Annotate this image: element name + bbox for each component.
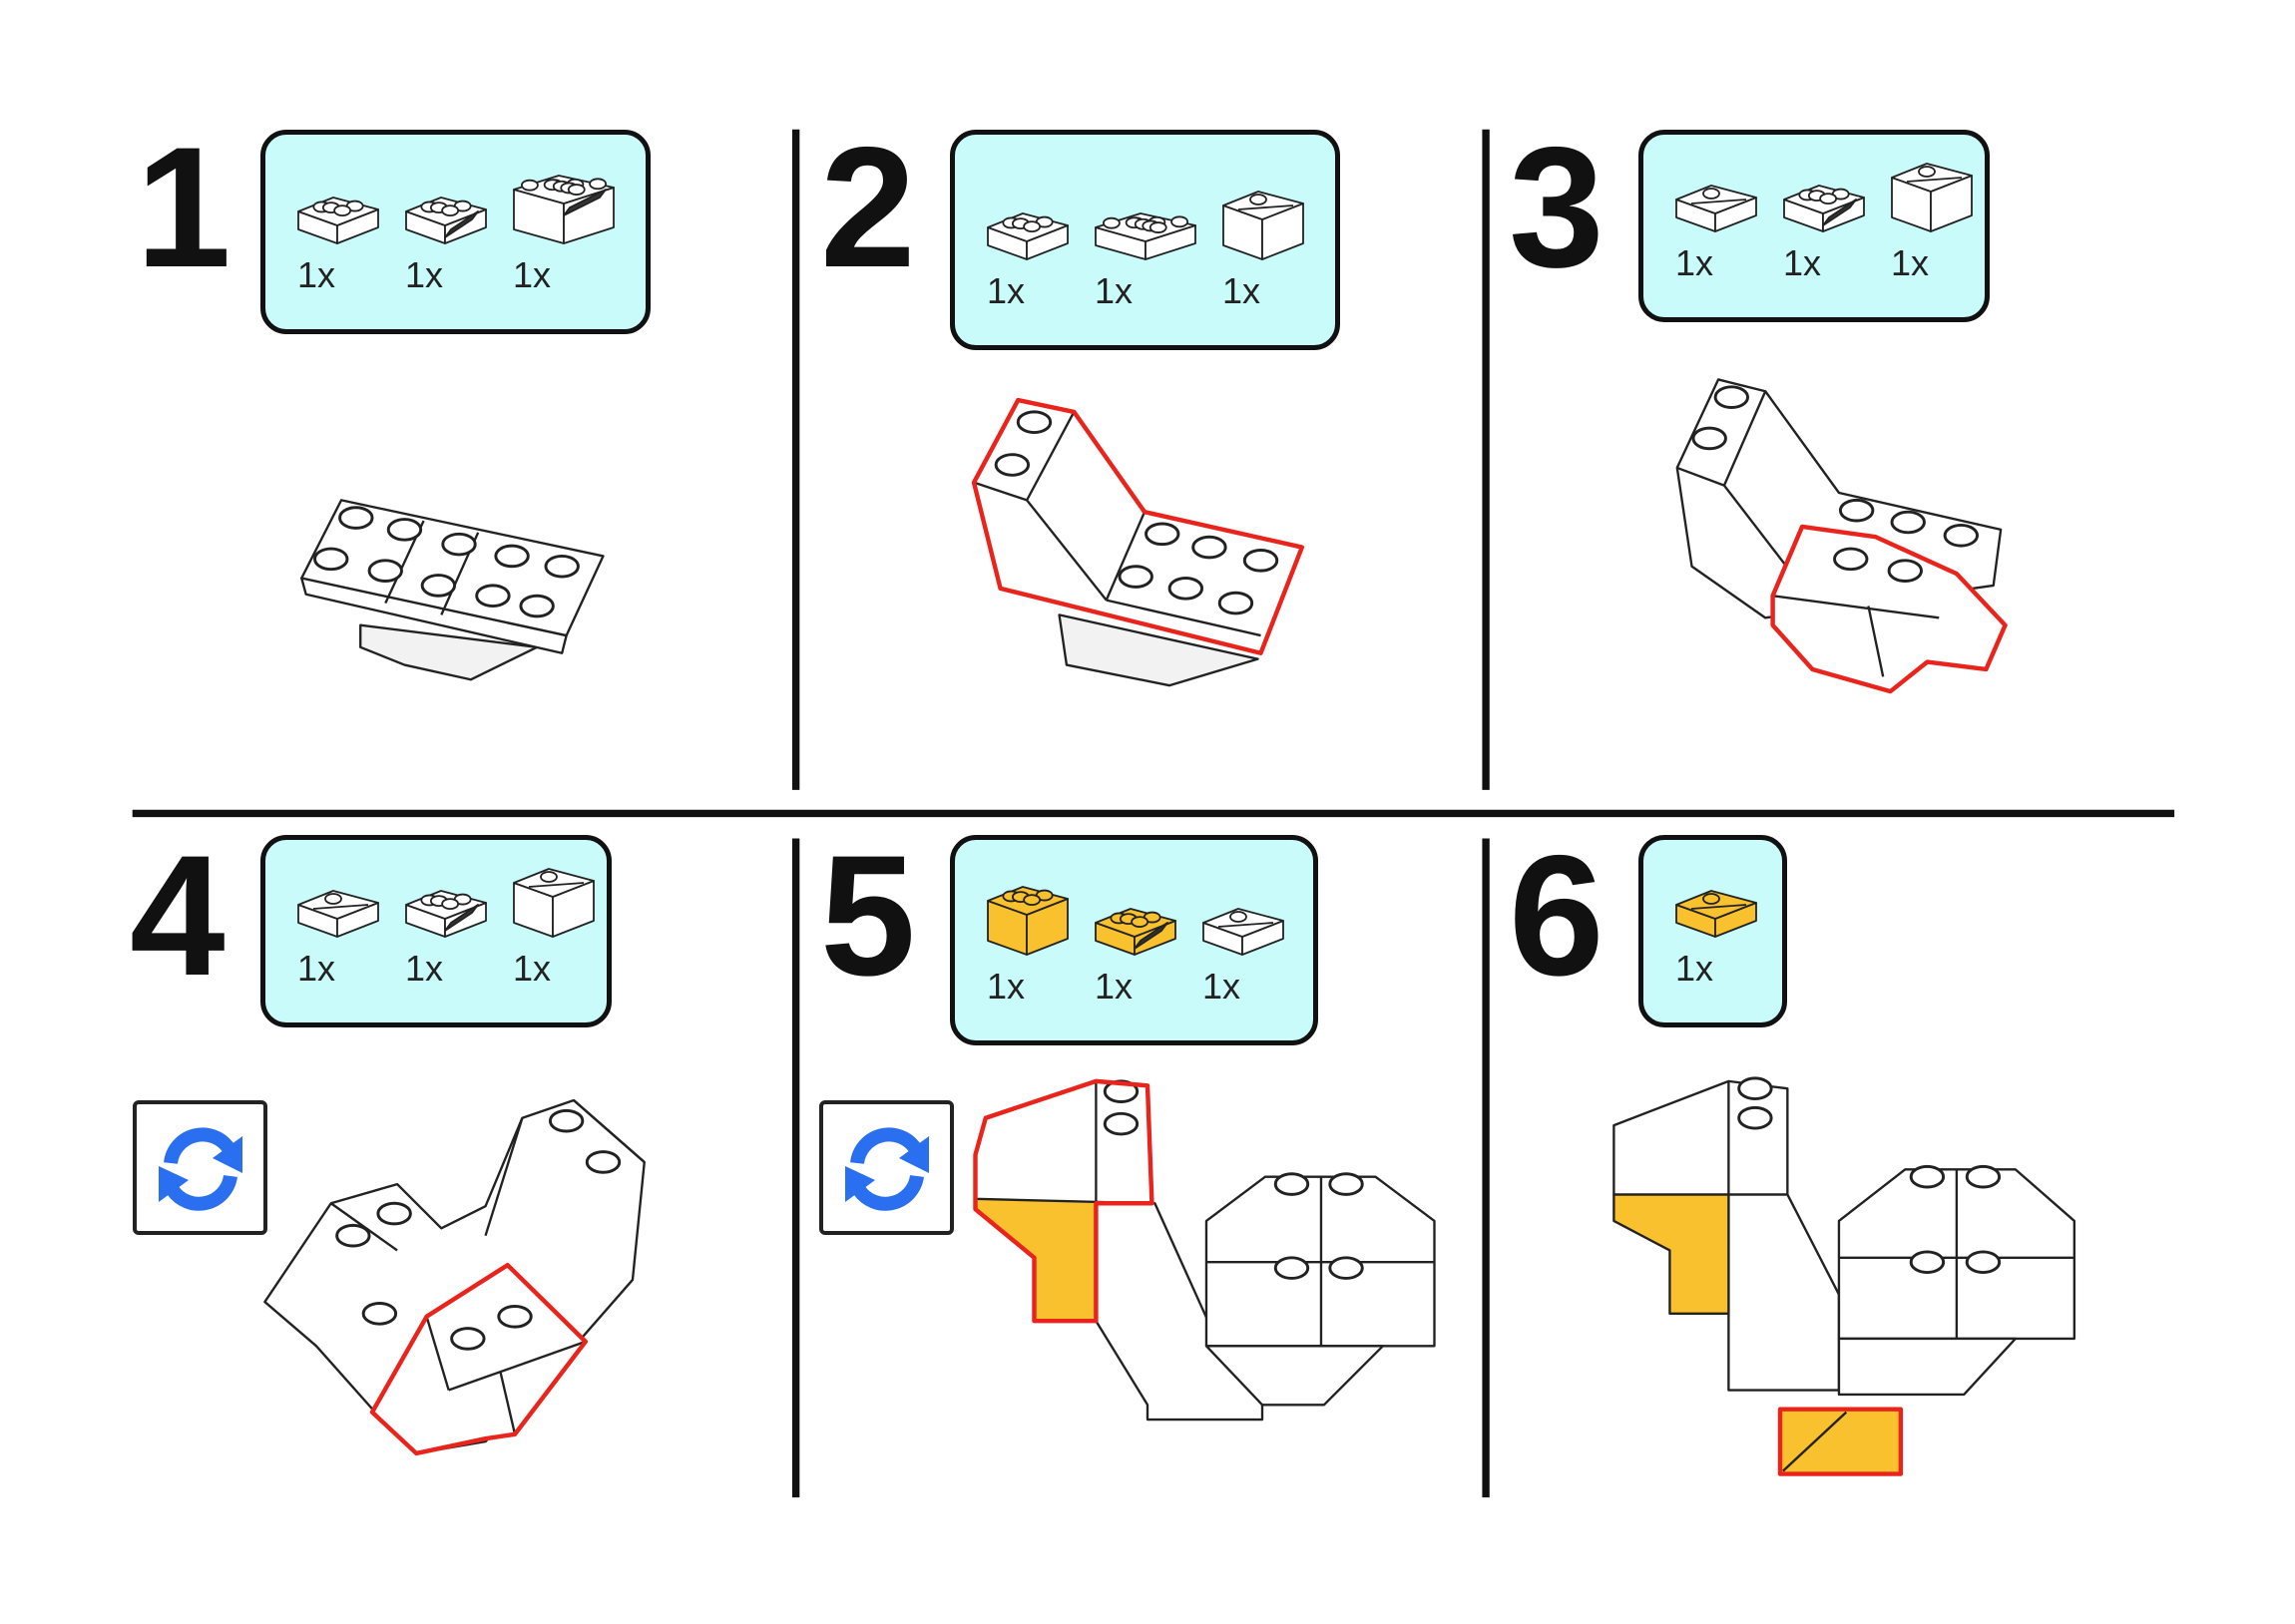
inverted-slope-2x3-icon [513,175,615,244]
step-number: 6 [1509,820,1605,1012]
rotate-model-indicator [819,1100,954,1235]
part-item: 1x [1779,158,1869,281]
step-number: 2 [820,112,916,303]
part-item: 1x [1218,182,1308,309]
step-number: 3 [1509,112,1605,303]
part-item: 1x [401,170,491,293]
part-quantity: 1x [1891,242,1930,283]
part-quantity: 1x [405,948,444,989]
inverted-slope-2x2-icon [405,197,487,244]
rotate-arrows-icon [844,1126,929,1211]
part-quantity: 1x [1675,948,1714,989]
part-quantity: 1x [987,966,1026,1007]
parts-list-box: 1x 1x 1x [1638,130,1990,322]
part-quantity: 1x [1675,242,1714,283]
part-item: 1x [1671,863,1761,987]
slope-1x2-icon [1675,185,1757,232]
part-item: 1x [509,859,599,987]
step-4-model [263,1098,646,1456]
step-number: 1 [136,112,231,303]
slope-2x2-icon [1202,908,1284,956]
slope-double-icon [513,868,595,938]
new-part-highlight [1770,524,2008,694]
part-quantity: 1x [297,948,336,989]
part-item: 1x [1091,186,1200,309]
inverted-slope-2x2-icon [1783,185,1865,232]
part-quantity: 1x [297,254,336,295]
plate-2x2-icon [297,197,379,244]
new-part-highlight [971,397,1305,655]
parts-list-box: 1x [1638,835,1787,1027]
parts-list-box: 1x 1x 1x [260,835,612,1027]
slope-2x2-icon [1675,890,1757,938]
part-item: 1x [983,186,1073,309]
part-item: 1x [293,170,383,293]
slope-brick-tall-icon [1222,191,1304,260]
part-quantity: 1x [1783,242,1822,283]
part-item: 1x [1887,154,1977,281]
part-quantity: 1x [513,254,552,295]
parts-list-box: 1x 1x 1x [950,130,1340,350]
part-quantity: 1x [1222,270,1261,311]
brick-1x2-icon [987,886,1069,956]
step-6-model [1612,1076,2076,1476]
part-item: 1x [401,863,491,987]
step-1-model [300,499,605,681]
part-quantity: 1x [513,948,552,989]
step-5-model [973,1078,1436,1421]
part-quantity: 1x [1095,966,1134,1007]
part-item: 1x [293,863,383,987]
inverted-slope-2x2-icon [405,890,487,938]
part-item: 1x [1671,158,1761,281]
new-part-highlight [369,1262,589,1456]
part-quantity: 1x [1202,966,1241,1007]
parts-list-box: 1x 1x 1x [260,130,651,334]
new-part-highlight [973,1078,1154,1324]
part-item: 1x [983,877,1073,1005]
step-2-model [971,397,1305,687]
slope-double-icon [1891,163,1973,232]
part-item: 1x [1091,881,1180,1005]
step-number: 5 [820,820,916,1012]
parts-list-box: 1x 1x 1x [950,835,1318,1045]
rotate-model-indicator [133,1100,267,1235]
plate-2x4-icon [1095,212,1196,260]
part-quantity: 1x [987,270,1026,311]
part-item: 1x [1198,881,1288,1005]
step-3-model [1675,378,2008,694]
inverted-slope-2x2-icon [1095,908,1176,956]
step-number: 4 [130,820,226,1012]
part-item: 1x [509,166,619,293]
plate-2x2-icon [987,212,1069,260]
slope-1x2-icon [297,890,379,938]
new-part-highlight [1777,1407,1904,1476]
part-quantity: 1x [405,254,444,295]
rotate-arrows-icon [158,1126,242,1211]
part-quantity: 1x [1095,270,1134,311]
